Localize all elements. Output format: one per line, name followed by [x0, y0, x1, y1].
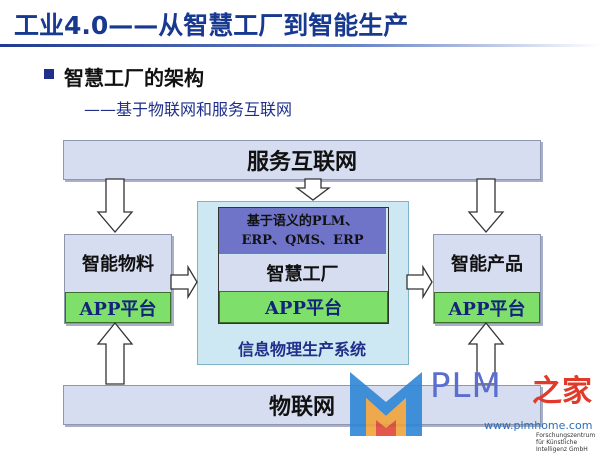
arrow-up-right-icon [467, 321, 505, 385]
watermark-brand: PLM [430, 366, 502, 406]
smart-factory-app-platform: APP平台 [219, 291, 388, 323]
arrow-right-to-product-icon [406, 264, 433, 300]
smart-factory-stack [218, 207, 389, 324]
smart-material-label: 智能物料 [82, 254, 154, 275]
watermark-brand-cn: 之家 [532, 374, 592, 409]
internet-of-services-label: 服务互联网 [246, 150, 357, 175]
section-title: 智慧工厂的架构 [64, 66, 204, 90]
arrow-up-left-icon [96, 321, 134, 385]
arrow-right-to-center-icon [170, 264, 198, 300]
internet-of-things-label: 物联网 [268, 395, 335, 420]
title-divider [0, 44, 600, 47]
smart-material-app-platform: APP平台 [65, 292, 171, 323]
cpps-label: 信息物理生产系统 [237, 340, 366, 359]
arrow-down-right-icon [467, 178, 505, 234]
section-subtitle: ——基于物联网和服务互联网 [84, 100, 293, 119]
page-title: 工业4.0——从智慧工厂到智能生产 [14, 11, 409, 40]
watermark-url: www.plmhome.com [484, 419, 593, 432]
bullet-square-icon [44, 69, 54, 79]
smart-material-box: 智能物料 APP平台 [64, 234, 172, 324]
smart-product-app-platform: APP平台 [434, 292, 540, 323]
internet-of-things-band: 物联网 [63, 385, 541, 425]
internet-of-services-band: 服务互联网 [63, 140, 541, 180]
smart-factory-label: 智慧工厂 [219, 255, 386, 291]
smart-product-box: 智能产品 APP平台 [433, 234, 541, 324]
plmhome-logo-icon [350, 372, 422, 436]
semantic-systems-box: 基于语义的PLM、 ERP、QMS、ERP [219, 208, 386, 254]
arrow-down-center-icon [295, 178, 331, 201]
arrow-down-left-icon [96, 178, 134, 234]
smart-product-label: 智能产品 [451, 254, 523, 275]
